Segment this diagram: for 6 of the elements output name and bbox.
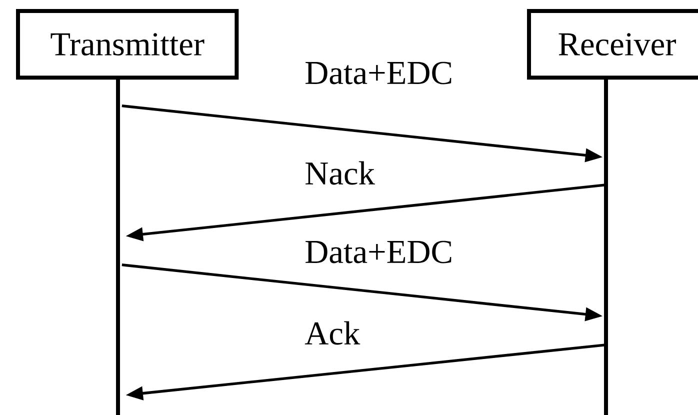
edge-label: Data+EDC: [306, 240, 452, 264]
edge-label: Nack: [306, 161, 375, 185]
participant-box: Receiver: [527, 9, 698, 80]
participant-box: Transmitter: [16, 9, 239, 80]
edge-label: Data+EDC: [306, 62, 452, 84]
edge-label: Ack: [304, 321, 360, 345]
